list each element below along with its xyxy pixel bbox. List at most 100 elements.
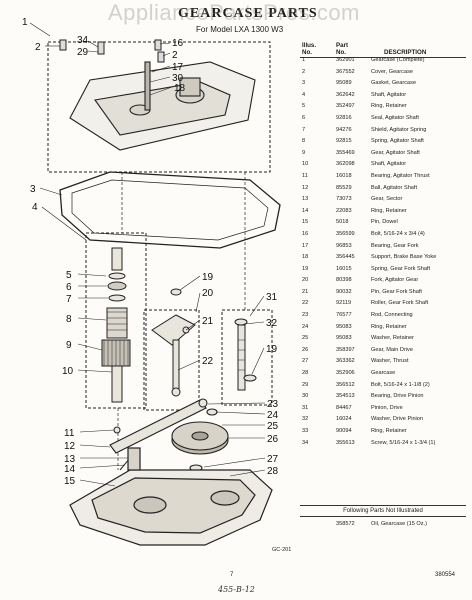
part-no-cell: 16015 bbox=[336, 265, 352, 272]
part-no-cell: 355469 bbox=[336, 149, 355, 156]
callout-22: 22 bbox=[202, 356, 214, 367]
illus-no-cell: 33 bbox=[302, 428, 309, 434]
callout-31: 31 bbox=[266, 292, 278, 303]
part-no-cell: 80398 bbox=[336, 277, 352, 284]
callout-21: 21 bbox=[202, 316, 214, 327]
illus-no-cell: 32 bbox=[302, 416, 309, 423]
callout-17: 17 bbox=[172, 62, 184, 73]
description-cell: Gearcase bbox=[371, 370, 396, 377]
part-no-cell: 95083 bbox=[336, 323, 352, 330]
drive-pinion-parts bbox=[234, 318, 257, 391]
extra-part-desc: Oil, Gearcase (15 Oz.) bbox=[371, 521, 427, 527]
description-cell: Pinion, Drive bbox=[371, 404, 403, 411]
description-cell: Shaft, Agitator bbox=[371, 91, 407, 98]
illus-no-cell: 28 bbox=[302, 370, 309, 377]
agitator-shaft-parts bbox=[101, 247, 131, 434]
description-cell: Gasket, Gearcase bbox=[371, 80, 417, 87]
description-cell: Roller, Gear Fork Shaft bbox=[371, 300, 429, 307]
part-no-cell: 362901 bbox=[336, 57, 355, 63]
not-illustrated-heading: Following Parts Not Illustrated bbox=[300, 505, 466, 517]
description-cell: Cover, Gearcase bbox=[371, 68, 413, 75]
callout-26: 26 bbox=[267, 434, 279, 445]
description-cell: Spring, Agitator Shaft bbox=[371, 138, 424, 145]
part-no-cell: 90032 bbox=[336, 288, 352, 295]
callout-1: 1 bbox=[22, 17, 28, 28]
description-cell: Ring, Retainer bbox=[371, 207, 407, 214]
page-title: GEARCASE PARTS bbox=[178, 6, 318, 21]
callout-19: 19 bbox=[202, 272, 214, 283]
connecting-rod bbox=[109, 398, 208, 454]
callout-29: 29 bbox=[77, 47, 89, 58]
gearcase-gasket bbox=[59, 171, 281, 249]
callout-14: 14 bbox=[64, 464, 76, 475]
col-header-description: DESCRIPTION bbox=[384, 49, 427, 56]
description-cell: Washer, Retainer bbox=[371, 335, 415, 342]
illus-no-cell: 15 bbox=[302, 219, 309, 226]
illus-no-cell: 17 bbox=[302, 242, 309, 249]
table-header-rule bbox=[300, 57, 466, 58]
model-subtitle: For Model LXA 1300 W3 bbox=[196, 25, 284, 34]
illus-no-cell: 12 bbox=[302, 184, 309, 191]
part-no-cell: 92119 bbox=[336, 300, 352, 307]
callout-30: 30 bbox=[172, 73, 184, 84]
illus-no-cell: 30 bbox=[302, 393, 309, 400]
illus-no-cell: 5 bbox=[302, 103, 306, 110]
illus-no-cell: 11 bbox=[302, 172, 308, 179]
illus-no-cell: 1 bbox=[302, 57, 306, 63]
part-no-cell: 96853 bbox=[336, 242, 352, 249]
table-row: 31 84467 Pinion, Drive bbox=[300, 404, 466, 418]
description-cell: Support, Brake Base Yoke bbox=[371, 254, 437, 261]
callout-25: 25 bbox=[267, 421, 279, 432]
illus-no-cell: 26 bbox=[302, 346, 309, 353]
part-no-cell: 356599 bbox=[336, 230, 355, 237]
main-drive-gear bbox=[171, 408, 229, 472]
part-no-cell: 92816 bbox=[336, 114, 352, 121]
illus-no-cell: 25 bbox=[302, 335, 309, 342]
description-cell: Screw, 5/16-24 x 1-3/4 (1) bbox=[371, 439, 436, 446]
part-no-cell: 362642 bbox=[336, 91, 355, 98]
description-cell: Ball, Agitator Shaft bbox=[371, 184, 418, 191]
table-row: 27 363362 Washer, Thrust bbox=[300, 359, 466, 371]
description-cell: Washer, Thrust bbox=[371, 358, 409, 365]
description-cell: Gear, Sector bbox=[371, 196, 403, 203]
agitator-shaft-group-box bbox=[85, 232, 147, 409]
part-no-cell: 22083 bbox=[336, 207, 352, 214]
illus-no-cell: 6 bbox=[302, 114, 306, 121]
callout-23: 23 bbox=[267, 399, 279, 410]
callout-11: 11 bbox=[64, 428, 75, 439]
part-no-cell: 84467 bbox=[336, 404, 352, 411]
illus-no-cell: 31 bbox=[302, 404, 309, 411]
callout-5: 5 bbox=[66, 270, 72, 281]
part-no-cell: 367552 bbox=[336, 68, 355, 75]
callout-8: 8 bbox=[66, 314, 72, 325]
illus-no-cell: 10 bbox=[302, 161, 309, 168]
illus-no-label: Illus. No. bbox=[302, 42, 317, 56]
part-no-cell: 363362 bbox=[336, 358, 355, 365]
description-cell: Fork, Agitator Gear bbox=[371, 277, 419, 284]
date-code: 380554 bbox=[435, 572, 456, 578]
callout-18: 18 bbox=[174, 83, 186, 94]
illus-no-cell: 23 bbox=[302, 312, 309, 319]
description-cell: Bearing, Agitator Thrust bbox=[371, 172, 430, 179]
part-no-cell: 5018 bbox=[336, 219, 349, 226]
part-no-cell: 354513 bbox=[336, 393, 355, 400]
illus-no-cell: 16 bbox=[302, 230, 309, 237]
gear-fork-parts bbox=[151, 288, 196, 397]
callout-2: 2 bbox=[35, 42, 41, 53]
callout-16: 16 bbox=[172, 38, 184, 49]
illus-no-cell: 27 bbox=[302, 358, 309, 365]
